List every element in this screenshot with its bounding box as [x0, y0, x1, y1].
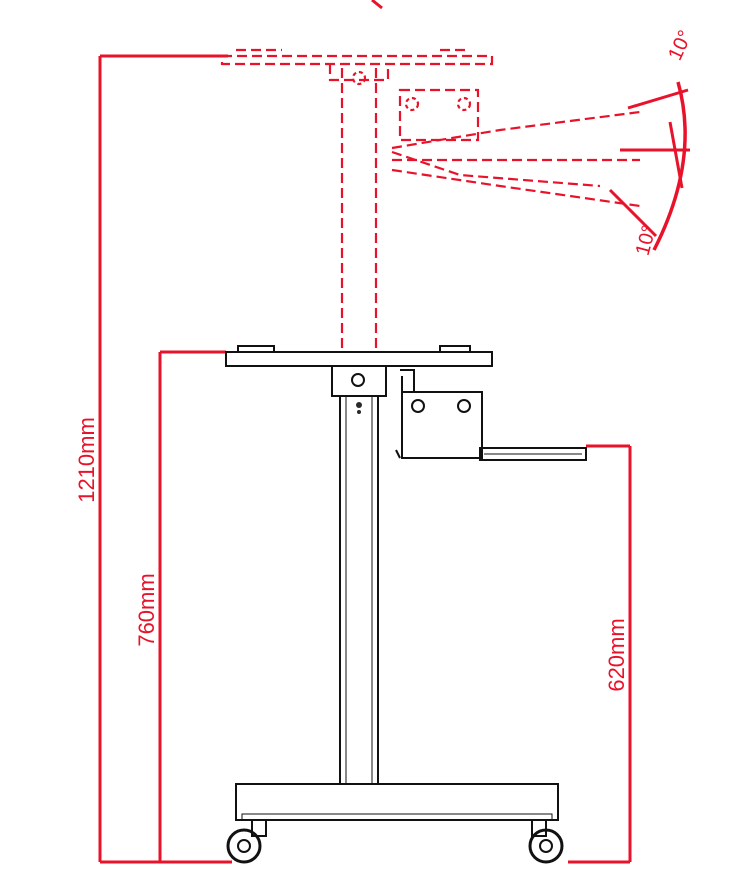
top-mark — [371, 0, 383, 10]
dimension-total-height: 1210mm — [74, 54, 232, 864]
tilt-screen-positions — [608, 81, 690, 251]
dimension-desk-height: 760mm — [134, 350, 226, 862]
tilt-down-angle-label: 10° — [632, 223, 661, 258]
dimension-label-keyboard-height: 620mm — [604, 618, 629, 691]
tilt-up-angle-label: 10° — [664, 27, 697, 64]
desk-top — [225, 345, 493, 367]
caster-right — [528, 819, 564, 864]
column-head — [331, 365, 387, 397]
dimension-keyboard-height: 620mm — [568, 444, 632, 864]
stand-column — [339, 395, 379, 785]
raised-position-outline — [220, 48, 641, 352]
keyboard-tray — [479, 447, 587, 461]
dimension-label-desk-height: 760mm — [134, 573, 159, 646]
monitor-bracket — [395, 369, 483, 459]
dimension-label-total-height: 1210mm — [74, 417, 99, 503]
stand-base — [235, 783, 559, 821]
caster-left — [226, 819, 267, 864]
